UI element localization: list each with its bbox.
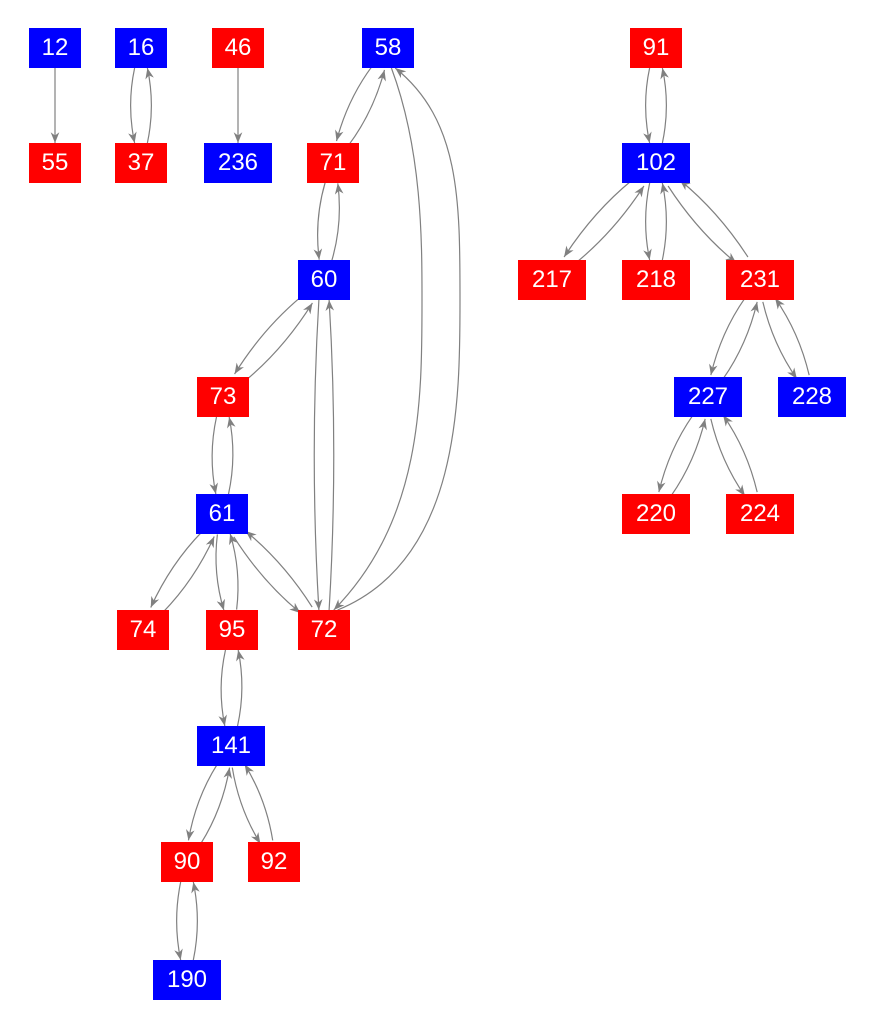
- edge-102-to-231: [667, 185, 737, 264]
- edge-61-to-95: [215, 534, 225, 611]
- edge-141-to-90: [186, 764, 218, 841]
- edge-231-to-227: [709, 297, 746, 376]
- node-236: 236: [204, 143, 272, 183]
- node-90: 90: [161, 842, 213, 882]
- edge-227-to-231: [722, 301, 759, 380]
- node-102: 102: [622, 143, 690, 183]
- node-91: 91: [630, 28, 682, 68]
- node-228: 228: [778, 377, 846, 417]
- node-12: 12: [29, 28, 81, 68]
- node-190: 190: [153, 960, 221, 1000]
- edge-218-to-102: [660, 182, 669, 261]
- node-61: 61: [196, 494, 248, 534]
- node-141: 141: [197, 726, 265, 766]
- edge-190-to-90: [191, 881, 200, 961]
- edge-141-to-95: [236, 649, 245, 727]
- edge-91-to-102: [643, 67, 652, 144]
- edge-73-to-61: [209, 416, 218, 495]
- edge-74-to-61: [162, 536, 215, 613]
- node-46: 46: [212, 28, 264, 68]
- edge-72-to-58: [337, 67, 461, 611]
- edge-60-to-71: [331, 183, 344, 261]
- edge-61-to-73: [227, 416, 236, 495]
- edge-102-to-218: [643, 182, 652, 261]
- edge-102-to-217: [563, 179, 633, 258]
- edge-58-to-72: [333, 67, 423, 611]
- edge-90-to-190: [174, 881, 183, 961]
- edge-58-to-71: [335, 65, 373, 142]
- edge-71-to-58: [348, 69, 386, 146]
- edge-95-to-61: [229, 533, 239, 610]
- node-71: 71: [307, 143, 359, 183]
- edge-220-to-227: [670, 418, 707, 497]
- edge-90-to-141: [200, 767, 232, 844]
- edge-231-to-102: [679, 179, 749, 258]
- node-218: 218: [622, 260, 690, 300]
- edge-227-to-224: [710, 418, 746, 497]
- edge-92-to-141: [244, 764, 274, 841]
- node-95: 95: [206, 610, 258, 650]
- edge-72-to-61: [245, 530, 313, 608]
- edge-224-to-227: [722, 414, 758, 493]
- node-231: 231: [726, 260, 794, 300]
- edge-16-to-37: [128, 67, 137, 144]
- node-58: 58: [362, 28, 414, 68]
- edge-61-to-72: [233, 536, 301, 614]
- node-224: 224: [726, 494, 794, 534]
- node-60: 60: [298, 260, 350, 300]
- node-72: 72: [298, 610, 350, 650]
- node-220: 220: [622, 494, 690, 534]
- edge-72-to-60: [325, 299, 335, 611]
- edge-231-to-228: [762, 301, 798, 380]
- edge-37-to-16: [145, 67, 154, 144]
- edge-228-to-231: [774, 297, 810, 376]
- edge-71-to-60: [313, 182, 326, 260]
- node-74: 74: [117, 610, 169, 650]
- edge-227-to-220: [657, 414, 694, 493]
- node-73: 73: [197, 377, 249, 417]
- edge-60-to-72: [313, 299, 323, 611]
- edge-61-to-74: [150, 531, 203, 608]
- node-16: 16: [115, 28, 167, 68]
- edge-60-to-73: [234, 296, 302, 375]
- edge-95-to-141: [218, 649, 227, 727]
- edge-141-to-92: [231, 767, 261, 844]
- node-55: 55: [29, 143, 81, 183]
- node-227: 227: [674, 377, 742, 417]
- node-217: 217: [518, 260, 586, 300]
- edge-102-to-91: [660, 67, 669, 144]
- node-92: 92: [248, 842, 300, 882]
- edge-217-to-102: [575, 185, 645, 264]
- node-37: 37: [115, 143, 167, 183]
- edge-73-to-60: [245, 302, 313, 381]
